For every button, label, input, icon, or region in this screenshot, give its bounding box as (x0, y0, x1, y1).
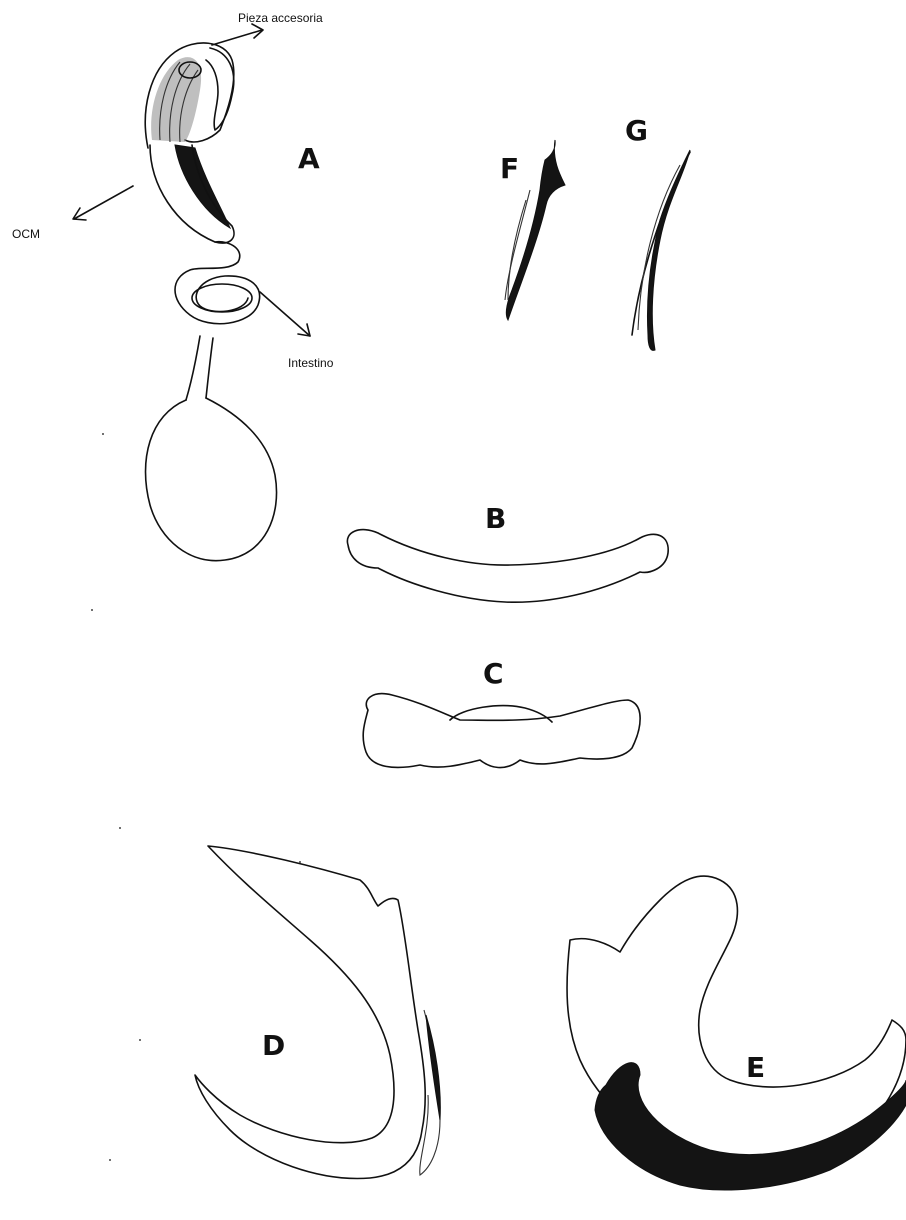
panel-letter-e: E (746, 1051, 765, 1084)
panel-d-piece (195, 846, 440, 1178)
panel-letter-a: A (298, 142, 320, 175)
panel-letter-d: D (262, 1029, 285, 1062)
label-ocm: OCM (12, 227, 40, 241)
panel-g-spicule (632, 150, 690, 350)
label-accessory-piece: Pieza accesoria (238, 11, 323, 25)
panel-b-piece (347, 530, 668, 603)
panel-a-organ (145, 43, 276, 561)
panel-letter-c: C (483, 657, 504, 690)
panel-letter-b: B (485, 502, 506, 535)
panel-c-piece (363, 694, 640, 768)
label-intestine: Intestino (288, 356, 334, 370)
panel-e-piece (567, 876, 906, 1190)
panel-letter-f: F (500, 152, 519, 185)
panel-letter-g: G (625, 114, 648, 147)
